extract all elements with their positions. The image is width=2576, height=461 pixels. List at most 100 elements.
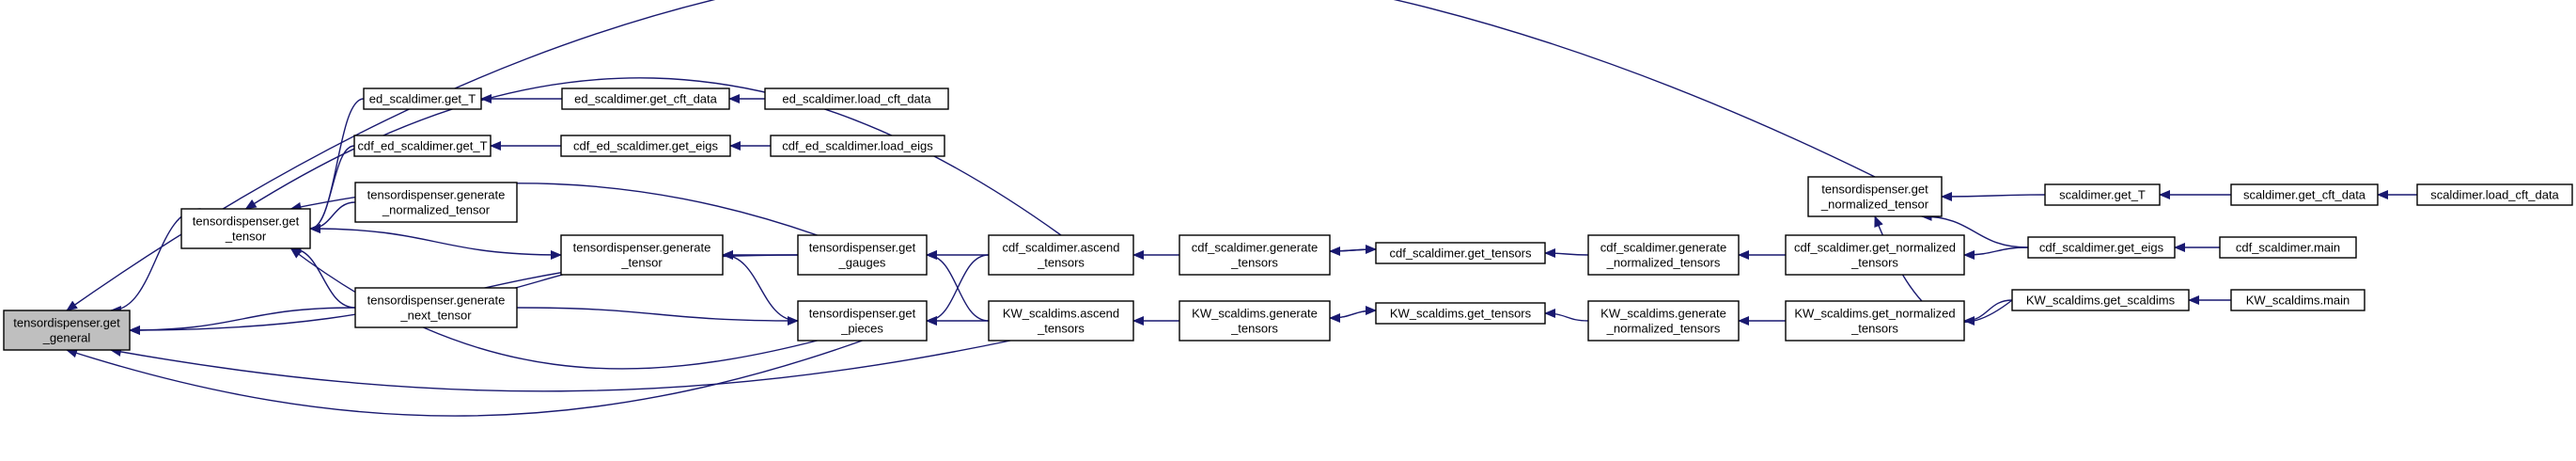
node-label-line: cdf_scaldimer.get_tensors <box>1389 246 1532 261</box>
node-cdfed-get-T[interactable]: cdf_ed_scaldimer.get_T <box>353 135 492 157</box>
node-ed-get-T[interactable]: ed_scaldimer.get_T <box>363 87 482 110</box>
edge-line <box>722 250 799 322</box>
node-box <box>1587 300 1740 342</box>
node-label-line: KW_scaldims.get_scaldims <box>2026 294 2176 308</box>
node-cdf-get-tensors[interactable]: cdf_scaldimer.get_tensors <box>1375 242 1546 264</box>
node-box <box>3 310 131 351</box>
edge-line <box>926 254 990 326</box>
node-label-line: scaldimer.load_cft_data <box>2430 188 2559 202</box>
edge-kw_gen_norm-to-kw_get_tensors <box>1544 309 1589 322</box>
node-kw-gen-norm[interactable]: KW_scaldims.generate_normalized_tensors <box>1587 300 1740 342</box>
node-cdf-main[interactable]: cdf_scaldimer.main <box>2219 236 2357 259</box>
edge-line <box>1544 309 1589 322</box>
node-label-line: KW_scaldims.main <box>2246 294 2350 308</box>
node-label-line: tensordispenser.generate <box>367 294 506 308</box>
node-label-line: tensordispenser.get <box>809 241 916 255</box>
edge-kw_ascend-to-root <box>109 340 1011 392</box>
node-get-pieces[interactable]: tensordispenser.get_pieces <box>797 300 928 342</box>
node-label-line: cdf_scaldimer.generate <box>1192 241 1318 255</box>
edge-get_pieces-to-root <box>66 340 863 417</box>
edge-sc_get_T-to-get_norm_tensor <box>1941 191 2046 201</box>
node-root[interactable]: tensordispenser.get_general <box>3 310 131 351</box>
node-cdf-get-eigs[interactable]: cdf_scaldimer.get_eigs <box>2027 236 2176 259</box>
edge-line <box>1941 191 2046 201</box>
node-box <box>560 234 724 276</box>
node-gen-tensor[interactable]: tensordispenser.generate_tensor <box>560 234 724 276</box>
node-box <box>797 300 928 342</box>
edge-cdf_ascend-to-get_pieces <box>926 254 990 326</box>
node-sc-get-cft[interactable]: scaldimer.get_cft_data <box>2230 183 2379 206</box>
node-box <box>180 208 311 249</box>
node-cdf-gen-norm[interactable]: cdf_scaldimer.generate_normalized_tensor… <box>1587 234 1740 276</box>
edge-line <box>289 244 356 309</box>
node-box <box>353 135 492 157</box>
node-box <box>1179 234 1331 276</box>
node-cdfed-load-eigs[interactable]: cdf_ed_scaldimer.load_eigs <box>770 135 945 157</box>
node-kw-get-scaldims[interactable]: KW_scaldims.get_scaldims <box>2011 289 2190 311</box>
node-label-line: _tensors <box>1850 256 1898 270</box>
edge-line <box>1963 299 2013 326</box>
edge-kw_get_scaldims-to-kw_get_norm <box>1963 299 2013 326</box>
node-ed-get-cft[interactable]: ed_scaldimer.get_cft_data <box>561 87 730 110</box>
edge-line <box>309 228 562 260</box>
nodes-layer: tensordispenser.get_generaltensordispens… <box>3 87 2573 351</box>
node-ed-load-cft[interactable]: ed_scaldimer.load_cft_data <box>764 87 949 110</box>
edge-line <box>516 307 799 326</box>
node-kw-main[interactable]: KW_scaldims.main <box>2230 289 2365 311</box>
edge-gen_next_tensor-to-get_tensor <box>289 244 356 309</box>
edge-gen_next_tensor-to-root <box>129 307 356 335</box>
node-get-norm-tensor[interactable]: tensordispenser.get_normalized_tensor <box>1807 176 1943 217</box>
node-kw-ascend[interactable]: KW_scaldims.ascend_tensors <box>988 300 1134 342</box>
node-label-line: _tensor <box>225 230 267 244</box>
node-box <box>1375 302 1546 325</box>
node-box <box>1785 234 1965 276</box>
node-label-line: tensordispenser.get <box>809 307 916 321</box>
node-kw-gen-tensors[interactable]: KW_scaldims.generate_tensors <box>1179 300 1331 342</box>
edge-line <box>66 340 863 417</box>
node-label-line: cdf_scaldimer.get_eigs <box>2039 241 2164 255</box>
edge-line <box>109 340 1011 392</box>
edge-line <box>1920 212 2029 248</box>
node-cdf-gen-tensors[interactable]: cdf_scaldimer.generate_tensors <box>1179 234 1331 276</box>
node-box <box>1785 300 1965 342</box>
node-cdf-ascend[interactable]: cdf_scaldimer.ascend_tensors <box>988 234 1134 276</box>
node-label-line: KW_scaldims.get_normalized <box>1794 307 1955 321</box>
node-box <box>2011 289 2190 311</box>
node-label-line: cdf_ed_scaldimer.load_eigs <box>782 139 933 153</box>
node-label-line: cdf_ed_scaldimer.get_eigs <box>573 139 718 153</box>
node-kw-get-norm[interactable]: KW_scaldims.get_normalized_tensors <box>1785 300 1965 342</box>
node-box <box>988 300 1134 342</box>
edge-cdf_gen_norm-to-cdf_get_tensors <box>1544 248 1589 259</box>
edge-cdf_gen_tensors-to-cdf_get_tensors <box>1329 245 1377 255</box>
node-sc-get-T[interactable]: scaldimer.get_T <box>2044 183 2161 206</box>
node-label-line: ed_scaldimer.load_cft_data <box>782 92 931 106</box>
node-cdfed-get-eigs[interactable]: cdf_ed_scaldimer.get_eigs <box>560 135 731 157</box>
node-label-line: KW_scaldims.generate <box>1600 307 1726 321</box>
node-label-line: tensordispenser.get <box>13 316 120 330</box>
node-label-line: cdf_scaldimer.get_normalized <box>1794 241 1956 255</box>
edge-get_norm_tensor-to-root <box>66 0 1876 311</box>
node-label-line: _tensor <box>620 256 663 270</box>
node-label-line: tensordispenser.get <box>1821 183 1928 197</box>
node-label-line: _tensors <box>1037 322 1085 336</box>
node-box <box>354 287 518 328</box>
edge-line <box>129 307 356 335</box>
node-label-line: tensordispenser.generate <box>573 241 711 255</box>
node-box <box>764 87 949 110</box>
node-box <box>797 234 928 276</box>
node-label-line: _gauges <box>838 256 886 270</box>
node-box <box>2027 236 2176 259</box>
node-label-line: ed_scaldimer.get_T <box>369 92 476 106</box>
node-sc-load-cft[interactable]: scaldimer.load_cft_data <box>2416 183 2573 206</box>
node-kw-get-tensors[interactable]: KW_scaldims.get_tensors <box>1375 302 1546 325</box>
node-gen-norm-tensor[interactable]: tensordispenser.generate_normalized_tens… <box>354 182 518 223</box>
edge-cdf_get_eigs-to-get_norm_tensor <box>1920 212 2029 248</box>
node-box <box>1807 176 1943 217</box>
node-box <box>2219 236 2357 259</box>
node-get-gauges[interactable]: tensordispenser.get_gauges <box>797 234 928 276</box>
node-cdf-get-norm[interactable]: cdf_scaldimer.get_normalized_tensors <box>1785 234 1965 276</box>
node-label-line: KW_scaldims.generate <box>1192 307 1318 321</box>
node-gen-next-tensor[interactable]: tensordispenser.generate_next_tensor <box>354 287 518 328</box>
node-get-tensor[interactable]: tensordispenser.get_tensor <box>180 208 311 249</box>
edge-gen_norm_tensor-to-get_tensor <box>309 201 356 233</box>
